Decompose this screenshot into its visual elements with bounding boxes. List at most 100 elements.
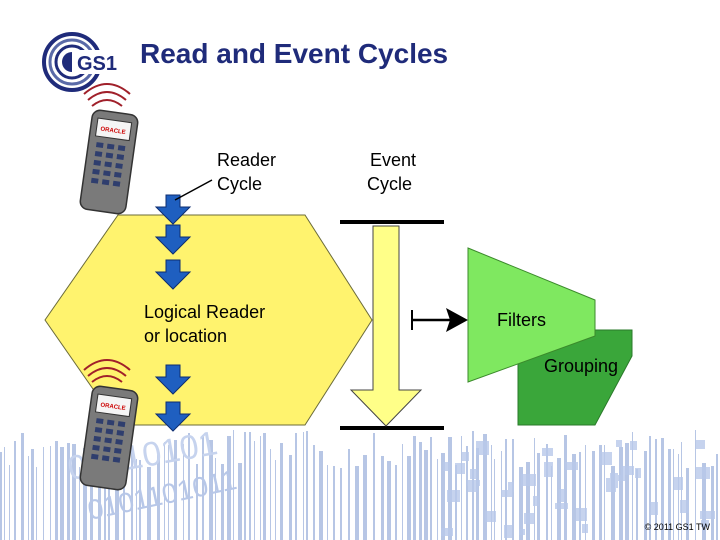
down-arrow-icon [154,259,192,290]
down-arrow-icon [154,401,192,432]
barcode-stripe [483,434,487,540]
barcode-block [524,513,534,524]
barcode-stripe [263,433,266,540]
barcode-block [559,489,565,502]
barcode-stripe [407,456,411,540]
barcode-stripe [373,433,375,540]
barcode-block [468,484,478,492]
barcode-stripe [28,456,29,540]
filters-shape [467,247,596,383]
barcode-stripe [466,446,468,540]
barcode-stripe [526,462,530,540]
barcode-block [630,441,637,450]
barcode-stripe [419,442,422,540]
barcode-block [508,482,514,492]
barcode-block [650,502,658,515]
device-brand-label: ORACLE [100,127,126,136]
barcode-stripe [625,443,629,540]
barcode-block [470,469,477,479]
barcode-stripe [319,451,323,540]
barcode-stripe [546,444,548,540]
barcode-stripe [215,458,216,540]
barcode-block [611,475,625,481]
barcode-block [696,467,710,479]
barcode-stripe [461,436,462,540]
barcode-stripe [355,466,359,540]
barcode-stripe [327,465,328,540]
barcode-stripe [249,432,251,540]
barcode-stripe [270,449,271,540]
barcode-stripe [227,436,231,540]
barcode-stripe [306,431,308,540]
barcode-stripe [644,451,647,540]
reader-cycle-arrows-top [154,194,192,290]
logo-text: GS1 [77,53,117,75]
barcode-stripe [233,430,234,540]
reader-cycle-label-line1: Reader [217,150,277,170]
reader-cycle-arrows-bottom [154,364,192,432]
barcode-block [504,525,512,538]
rfid-handheld-reader-icon: ORACLE [79,359,139,491]
barcode-stripe [534,438,535,540]
barcode-stripe [174,440,177,540]
event-cycle-label-line2: Cycle [367,174,413,194]
barcode-stripe [505,439,507,540]
barcode-block [544,462,553,477]
barcode-stripe [67,443,70,540]
barcode-stripe [340,468,342,540]
barcode-stripe [164,442,165,540]
barcode-stripe [0,452,2,540]
logical-reader-hexagon [44,214,373,426]
barcode-stripe [448,437,452,540]
radio-waves-icon [83,359,131,383]
barcode-stripe [209,440,213,540]
barcode-stripe [295,433,297,540]
barcode-stripe [183,444,184,540]
barcode-stripe [244,432,246,540]
barcode-stripe [564,435,567,540]
radio-waves-icon [83,83,131,107]
reader-cycle-pointer [174,179,213,201]
barcode-block [635,468,641,478]
barcode-block [467,480,480,486]
barcode-stripe [115,442,119,540]
barcode-stripe [139,460,141,540]
barcode-stripe [636,469,638,540]
barcode-block [519,529,525,535]
event-cycle-arrow [349,225,423,427]
barcode-block [606,478,616,492]
barcode-block [447,490,460,502]
barcode-stripe [202,435,204,540]
barcode-stripe [303,432,304,540]
barcode-block [462,452,469,461]
barcode-stripe [21,433,24,540]
barcode-stripe [260,436,261,540]
barcode-block [680,500,689,513]
barcode-stripe [157,455,160,540]
barcode-block [555,503,568,509]
rfid-handheld-reader-icon: ORACLE [79,83,139,215]
barcode-stripe [363,455,367,540]
barcode-stripe [9,465,10,540]
filters-label: Filters [497,310,546,330]
barcode-block [533,496,539,506]
barcode-stripe [491,445,492,540]
barcode-stripe [413,436,416,540]
barcode-stripe [196,464,198,540]
barcode-stripe [313,445,315,540]
barcode-stripe [592,451,595,540]
barcode-stripe [430,437,432,540]
right-arrow-icon [411,308,468,332]
barcode-stripe [136,459,137,540]
barcode-block [443,462,450,471]
copyright-footer: © 2011 GS1 TW [644,522,710,532]
barcode-stripe [31,449,34,540]
down-arrow-icon [154,364,192,395]
barcode-stripe [147,467,151,540]
barcode-stripe [494,459,495,540]
reader-cycle-label-line2: Cycle [217,174,263,194]
down-arrow-icon [154,224,192,255]
barcode-block [700,511,715,519]
barcode-block [621,466,634,475]
barcode-block [600,452,612,465]
